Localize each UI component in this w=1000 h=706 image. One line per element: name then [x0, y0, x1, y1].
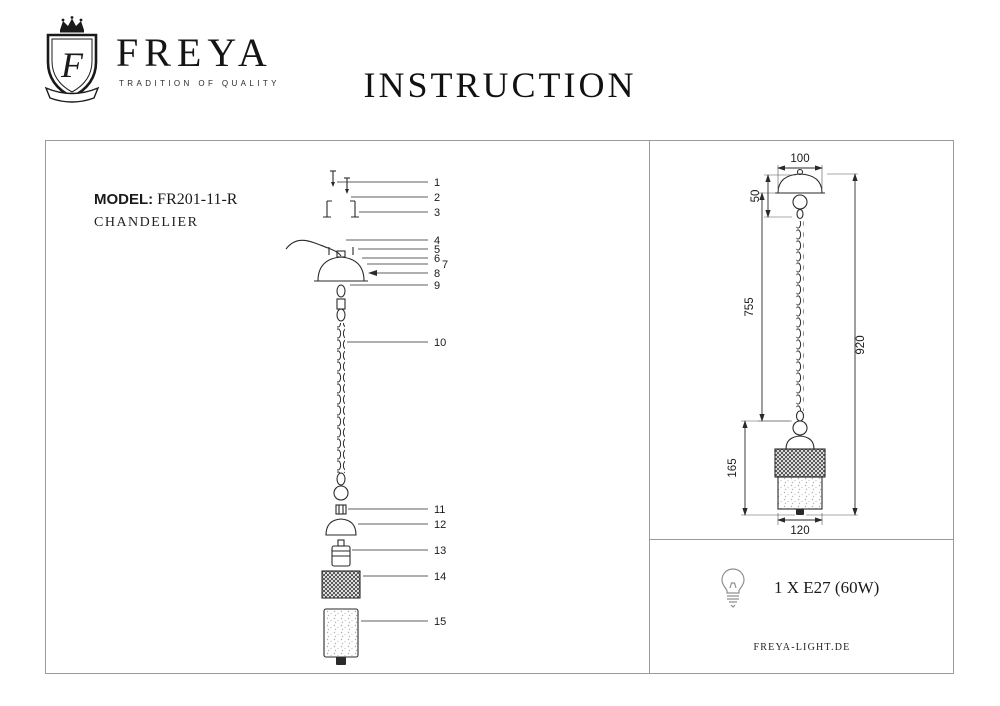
coupler [335, 504, 347, 515]
part-label-15: 15 [434, 616, 446, 628]
part-label-1: 1 [434, 177, 440, 189]
part-label-7: 7 [442, 259, 448, 271]
bulb-icon [721, 568, 745, 608]
lamp-parts-drawing [285, 170, 368, 665]
dimension-lines [742, 165, 858, 523]
part-label-9: 9 [434, 280, 440, 292]
dim-shade-height: 165 [727, 458, 739, 477]
shield-letter: F [60, 45, 84, 85]
model-value: FR201-11-R [157, 191, 238, 208]
model-block: MODEL: FR201-11-R CHANDELIER [94, 191, 237, 231]
mesh-band [321, 570, 361, 599]
hanging-loop [336, 284, 346, 322]
brand-tagline: TRADITION OF QUALITY [119, 78, 280, 88]
part-label-14: 14 [434, 571, 446, 583]
model-label: MODEL: [94, 191, 154, 208]
mounting-pin-1 [330, 170, 336, 187]
glass-shade [323, 608, 359, 665]
part-label-11: 11 [434, 504, 445, 516]
part-label-10: 10 [434, 337, 446, 349]
dim-shade-loop [792, 420, 808, 436]
exploded-diagram: 1 2 3 4 5 6 7 8 9 10 11 12 13 14 15 [285, 170, 448, 665]
pendant-drawing [774, 168, 826, 515]
mounting-bracket [323, 200, 359, 218]
crown-icon [60, 16, 84, 33]
brand-name: FREYA [116, 29, 273, 75]
part-label-12: 12 [434, 519, 446, 531]
dim-canopy-width: 100 [790, 153, 809, 165]
dim-chain-length: 755 [744, 297, 756, 316]
leader-lines [337, 181, 428, 622]
dim-shade-cap [785, 435, 815, 450]
bulb-spec-text: 1 X E27 (60W) [774, 578, 880, 597]
dim-canopy-height: 50 [750, 190, 762, 203]
part-label-3: 3 [434, 207, 440, 219]
part-label-4: 4 [434, 235, 440, 247]
lower-loop [333, 472, 349, 501]
dim-canopy [777, 173, 823, 194]
ceiling-canopy [314, 256, 368, 282]
dimension-drawing: 100 50 755 165 920 120 [727, 153, 867, 537]
part-numbers: 1 2 3 4 5 6 7 8 9 10 11 12 13 14 15 [434, 177, 448, 628]
shield-crest-icon: F [44, 16, 100, 103]
spec-panel: 1 X E27 (60W) FREYA-LIGHT.DE [650, 541, 954, 673]
bulb-spec-row: 1 X E27 (60W) [718, 567, 879, 609]
mounting-pin-2 [344, 177, 350, 194]
part-label-13: 13 [434, 545, 446, 557]
part-label-2: 2 [434, 192, 440, 204]
supply-wire [285, 239, 342, 257]
dim-chain [796, 221, 804, 411]
chain [337, 323, 345, 473]
ribbon-icon [44, 86, 100, 103]
page-title: INSTRUCTION [363, 65, 637, 105]
instruction-box: MODEL: FR201-11-R CHANDELIER [45, 140, 954, 674]
freya-logo: F FREYA TRADITION OF QUALITY [40, 16, 280, 104]
model-type: CHANDELIER [94, 215, 199, 230]
dimension-labels: 100 50 755 165 920 120 [727, 153, 867, 537]
dim-loop [792, 194, 808, 210]
dim-glass [777, 476, 823, 510]
dimension-panel: 100 50 755 165 920 120 [650, 141, 954, 540]
lamp-socket [331, 539, 351, 567]
part-label-8: 8 [434, 268, 440, 280]
part-label-5: 5 [434, 244, 440, 256]
dim-mesh-band [774, 448, 826, 478]
exploded-view-panel: MODEL: FR201-11-R CHANDELIER [46, 141, 650, 673]
dim-shade-width: 120 [790, 525, 809, 537]
shield-icon: F [46, 33, 98, 99]
canopy-stem [336, 250, 346, 258]
part-label-6: 6 [434, 253, 440, 265]
shade-cap [325, 518, 357, 536]
website-footer: FREYA-LIGHT.DE [753, 642, 851, 653]
dim-total-height: 920 [855, 335, 867, 354]
